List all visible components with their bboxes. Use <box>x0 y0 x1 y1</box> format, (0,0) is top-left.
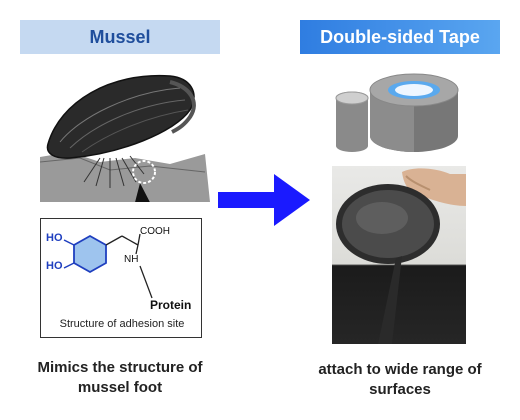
frying-pan-illustration <box>336 168 466 344</box>
mussel-illustration <box>40 74 210 202</box>
ho-label-bottom: HO <box>46 260 63 272</box>
rock-surface <box>40 152 210 202</box>
tape-roll-icon <box>335 73 459 152</box>
caption-mimics-structure: Mimics the structure of mussel foot <box>37 359 203 396</box>
header-mussel: Mussel <box>20 20 220 54</box>
caption-attach-surfaces: attach to wide range of surfaces <box>318 361 482 398</box>
pointer-triangle <box>135 183 150 202</box>
cooh-label: COOH <box>140 226 170 237</box>
right-arrow-icon <box>218 174 310 226</box>
pan-handle <box>378 256 402 344</box>
ho-label-top: HO <box>46 232 63 244</box>
nh-label: NH <box>124 254 139 265</box>
mussel-shell <box>46 74 195 159</box>
adhesion-structure-box <box>40 218 202 338</box>
structure-caption: Structure of adhesion site <box>59 318 185 330</box>
adhesion-spot-circle <box>132 160 156 184</box>
dopa-structure-diagram <box>63 233 153 299</box>
benzene-ring <box>73 234 107 274</box>
header-double-sided-tape: Double-sided Tape <box>300 20 500 54</box>
arm <box>402 168 466 206</box>
byssal-threads <box>83 155 145 188</box>
protein-label: Protein <box>150 298 192 312</box>
